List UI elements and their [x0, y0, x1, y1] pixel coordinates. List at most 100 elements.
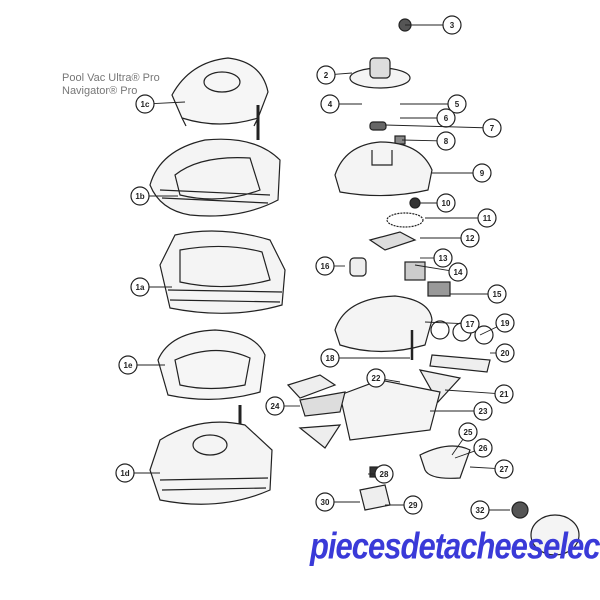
callout-label: 1c	[141, 100, 150, 109]
callout-7: 7	[384, 118, 502, 138]
callout-27: 27	[469, 459, 514, 479]
callout-label: 1a	[136, 283, 145, 292]
callout-circle	[473, 438, 493, 458]
callout-circle	[472, 163, 492, 183]
part-10	[409, 197, 421, 209]
callout-label: 15	[493, 290, 502, 299]
leader-line	[334, 72, 353, 75]
callout-circle	[366, 368, 386, 388]
callout-circle	[315, 256, 335, 276]
leader-line	[444, 389, 496, 394]
callout-18: 18	[320, 348, 410, 368]
callout-1e: 1e	[118, 355, 165, 375]
callout-circle	[130, 277, 150, 297]
callout-32: 32	[470, 500, 510, 520]
part-27	[419, 445, 471, 479]
part-2-impeller	[349, 57, 411, 89]
callout-label: 3	[450, 21, 455, 30]
callout-label: 22	[372, 374, 381, 383]
part-15-filter	[427, 281, 451, 297]
callout-1c: 1c	[135, 94, 186, 114]
callout-circle	[320, 94, 340, 114]
callout-label: 16	[321, 262, 330, 271]
callout-label: 9	[480, 169, 485, 178]
part-14	[404, 261, 426, 281]
callout-4: 4	[320, 94, 362, 114]
callout-label: 20	[501, 349, 510, 358]
callout-23: 23	[430, 401, 493, 421]
callout-label: 12	[466, 234, 475, 243]
callout-circle	[265, 396, 285, 416]
callout-14: 14	[414, 262, 468, 282]
callout-circle	[315, 492, 335, 512]
leader-line	[454, 450, 475, 459]
callout-label: 29	[409, 501, 418, 510]
callout-label: 10	[442, 199, 451, 208]
callout-2: 2	[316, 65, 353, 85]
callout-circle	[403, 495, 423, 515]
callout-label: 13	[439, 254, 448, 263]
callout-circle	[494, 459, 514, 479]
leader-line	[479, 326, 498, 336]
callout-label: 1d	[120, 469, 129, 478]
callout-circle	[460, 314, 480, 334]
callout-circle	[460, 228, 480, 248]
part-19-20-wheels	[429, 320, 494, 373]
callout-21: 21	[444, 384, 514, 404]
callout-12: 12	[420, 228, 480, 248]
callout-label: 21	[500, 390, 509, 399]
part-1c-top-cover	[171, 57, 269, 127]
callout-1d: 1d	[115, 463, 160, 483]
callout-label: 14	[454, 268, 463, 277]
callout-circle	[115, 463, 135, 483]
leader-line	[469, 466, 496, 469]
callout-15: 15	[450, 284, 507, 304]
callout-circle	[436, 131, 456, 151]
watermark: piecesdetacheeselec.com	[310, 524, 600, 567]
callout-label: 11	[483, 214, 492, 223]
leader-line	[384, 379, 401, 383]
part-23-housing	[339, 379, 441, 441]
callout-13: 13	[420, 248, 453, 268]
part-1b-frame	[149, 138, 281, 217]
callout-label: 24	[271, 402, 280, 411]
part-1d-base	[149, 421, 273, 505]
callout-1b: 1b	[130, 186, 178, 206]
callout-label: 28	[380, 470, 389, 479]
callout-label: 1e	[124, 361, 133, 370]
part-30	[359, 484, 391, 511]
callout-22: 22	[366, 368, 401, 388]
callout-circle	[447, 94, 467, 114]
callout-circle	[477, 208, 497, 228]
callout-circle	[487, 284, 507, 304]
callout-circle	[495, 343, 515, 363]
callout-circle	[135, 94, 155, 114]
callout-16: 16	[315, 256, 345, 276]
callout-28: 28	[368, 464, 394, 484]
callout-label: 4	[328, 100, 333, 109]
callout-circle	[473, 401, 493, 421]
callout-5: 5	[400, 94, 467, 114]
callout-29: 29	[385, 495, 423, 515]
callout-circle	[433, 248, 453, 268]
part-9-motor-housing	[334, 141, 433, 197]
callout-10: 10	[420, 193, 456, 213]
callout-circle	[130, 186, 150, 206]
callout-label: 30	[321, 498, 330, 507]
callout-circle	[458, 422, 478, 442]
callout-label: 32	[476, 506, 485, 515]
callout-20: 20	[490, 343, 515, 363]
part-1a-body	[159, 230, 286, 314]
callout-25: 25	[451, 422, 478, 456]
callout-label: 7	[490, 124, 495, 133]
callout-circle	[442, 15, 462, 35]
callout-circle	[374, 464, 394, 484]
callout-17: 17	[424, 314, 480, 334]
callout-label: 5	[455, 100, 460, 109]
callout-8: 8	[401, 131, 456, 151]
callout-24: 24	[265, 396, 300, 416]
part-24	[286, 374, 337, 399]
